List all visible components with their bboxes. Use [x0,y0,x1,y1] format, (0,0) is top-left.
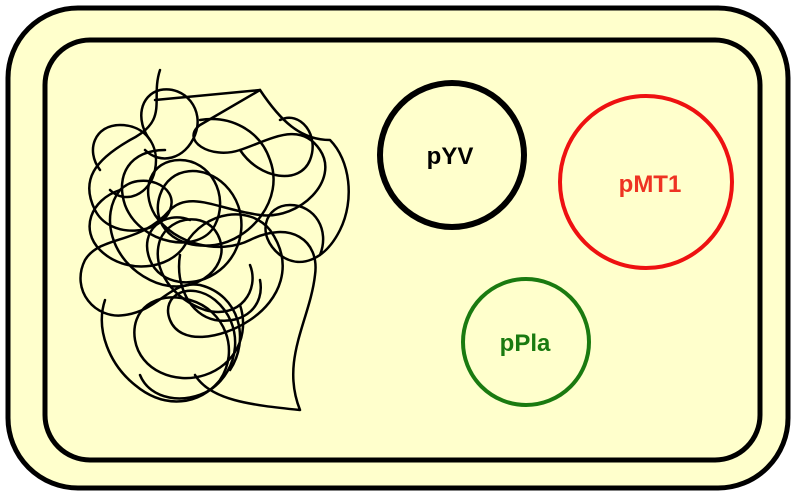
plasmid-ppla-label: pPla [500,330,551,357]
plasmid-pyv-label: pYV [427,143,474,170]
plasmid-ppla-ring [461,277,591,407]
plasmid-pmt1-label: pMT1 [619,171,682,198]
plasmid-pyv-ring [377,80,527,230]
plasmid-pmt1-ring [558,94,734,270]
plasmid-pyv: pYV [377,80,527,230]
plasmid-pmt1: pMT1 [558,94,734,270]
cell-membrane [42,37,763,463]
plasmid-ppla: pPla [461,277,591,407]
chromosome-tangle [79,68,350,412]
